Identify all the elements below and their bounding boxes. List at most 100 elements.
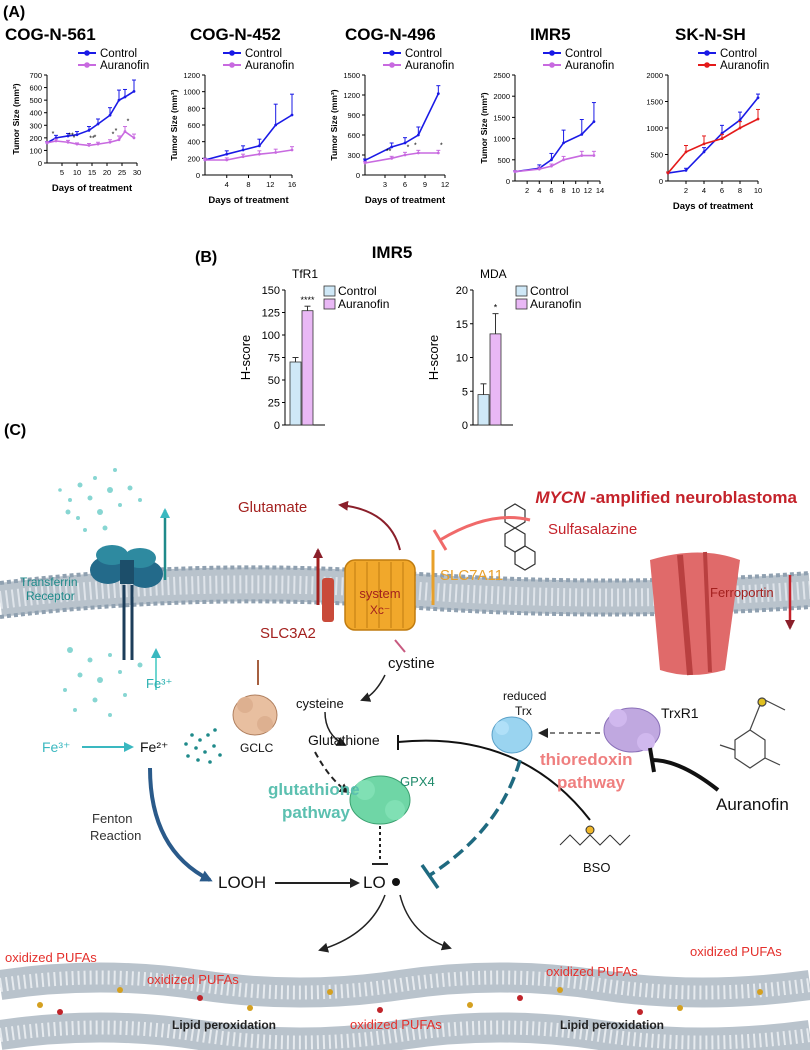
significance-mark: * [115, 128, 118, 135]
data-point [54, 136, 58, 140]
data-point [436, 151, 440, 155]
x-tick-label: 4 [537, 186, 541, 195]
thioredoxin-pathway-label-2: pathway [557, 773, 626, 792]
x-axis-label: Days of treatment [673, 201, 754, 212]
auranofin-label: Auranofin [716, 795, 789, 814]
lo-to-membrane-arrow-left [318, 894, 386, 953]
data-point [66, 134, 70, 138]
slc3a2-label: SLC3A2 [260, 625, 316, 642]
x-tick-label: 3 [383, 180, 387, 189]
bar-control [289, 361, 302, 426]
data-point [96, 122, 100, 126]
x-tick-label: 10 [73, 168, 81, 177]
transferrin-receptor-label-2: Receptor [26, 589, 75, 603]
data-point [274, 123, 278, 127]
data-point [123, 95, 127, 99]
data-point [54, 139, 58, 143]
chart-title: SK-N-SH [675, 25, 746, 44]
legend-marker [84, 50, 90, 56]
x-tick-label: 10 [754, 186, 762, 195]
y-tick-label: 10 [456, 353, 468, 365]
significance-mark: ** [89, 136, 95, 143]
data-point [702, 150, 706, 154]
x-tick-label: 15 [88, 168, 96, 177]
cysteine-label: cysteine [296, 696, 344, 711]
y-tick-label: 125 [262, 308, 280, 320]
significance-mark: ** [68, 132, 74, 139]
system-xc-label-2: Xc⁻ [370, 603, 390, 617]
x-tick-label: 2 [684, 186, 688, 195]
y-tick-label: 1000 [646, 124, 663, 133]
significance-mark: * [494, 303, 498, 313]
legend-marker [704, 62, 710, 68]
panel-b-title: IMR5 [372, 243, 413, 262]
chart-title: COG-N-561 [5, 25, 96, 44]
bso-label: BSO [583, 860, 610, 875]
lipid-peroxidation-label-1: Lipid peroxidation [172, 1018, 276, 1032]
data-point [241, 155, 245, 159]
x-tick-label: 9 [423, 180, 427, 189]
y-tick-label: 1000 [493, 135, 510, 144]
series-line-auranofin [667, 118, 759, 174]
data-point [96, 142, 100, 146]
chart-title: TfR1 [292, 267, 318, 281]
fe3-left-label: Fe³⁺ [42, 739, 70, 755]
legend-label: Auranofin [565, 60, 614, 72]
chart-title: COG-N-452 [190, 25, 281, 44]
data-point [117, 98, 121, 102]
data-point [550, 164, 553, 168]
legend-swatch [515, 285, 528, 297]
bso-structure-icon [559, 825, 631, 846]
auranofin-inhibit-line [651, 758, 720, 792]
data-point [592, 154, 596, 157]
transferrin-receptor-icon [90, 545, 163, 660]
lipid-peroxidation-label-2: Lipid peroxidation [560, 1018, 664, 1032]
y-tick-label: 50 [268, 375, 280, 387]
significance-mark: * [112, 132, 115, 139]
y-axis-label: Tumor Size (mm³) [169, 89, 179, 160]
y-axis-label: Tumor Size (mm³) [11, 83, 21, 154]
trx-protein-icon [491, 716, 533, 754]
x-tick-label: 12 [584, 186, 592, 195]
legend-label: Auranofin [530, 297, 581, 311]
panel-label-c: (C) [4, 422, 26, 439]
significance-mark: * [52, 131, 55, 138]
y-tick-label: 0 [659, 177, 663, 186]
data-point [702, 142, 706, 146]
x-tick-label: 8 [561, 186, 565, 195]
looh-label: LOOH [218, 873, 266, 892]
x-tick-label: 5 [60, 168, 64, 177]
legend-label: Auranofin [245, 60, 294, 72]
y-tick-label: 1500 [493, 113, 510, 122]
y-tick-label: 25 [268, 398, 280, 410]
data-point [416, 133, 420, 137]
y-tick-label: 1200 [183, 71, 200, 80]
data-point [87, 128, 91, 132]
fenton-label-1: Fenton [92, 811, 132, 826]
glutathione-pathway-label-1: glutathione [268, 780, 360, 799]
thioredoxin-pathway-label-1: thioredoxin [540, 750, 633, 769]
oxidized-pufas-label-4: oxidized PUFAs [690, 944, 782, 959]
bso-inhibit-curve [397, 739, 591, 821]
data-point [684, 150, 688, 154]
x-tick-label: 6 [720, 186, 724, 195]
data-point [403, 153, 407, 157]
x-tick-label: 25 [118, 168, 126, 177]
legend-marker [229, 62, 235, 68]
data-point [87, 144, 91, 147]
ferroportin-icon [650, 551, 740, 676]
y-tick-label: 500 [497, 156, 510, 165]
data-point [117, 138, 121, 142]
transferrin-receptor-label-1: Transferrin [20, 575, 78, 589]
x-tick-label: 8 [738, 186, 742, 195]
y-tick-label: 1200 [343, 91, 360, 100]
y-tick-label: 300 [29, 121, 42, 130]
trx-inhibit-bar [420, 864, 440, 889]
y-tick-label: 1500 [646, 98, 663, 107]
data-point [274, 151, 278, 154]
legend-label: Control [338, 284, 377, 298]
cystine-label: cystine [388, 655, 435, 672]
gclc-label: GCLC [240, 741, 274, 755]
x-tick-label: 12 [441, 180, 449, 189]
